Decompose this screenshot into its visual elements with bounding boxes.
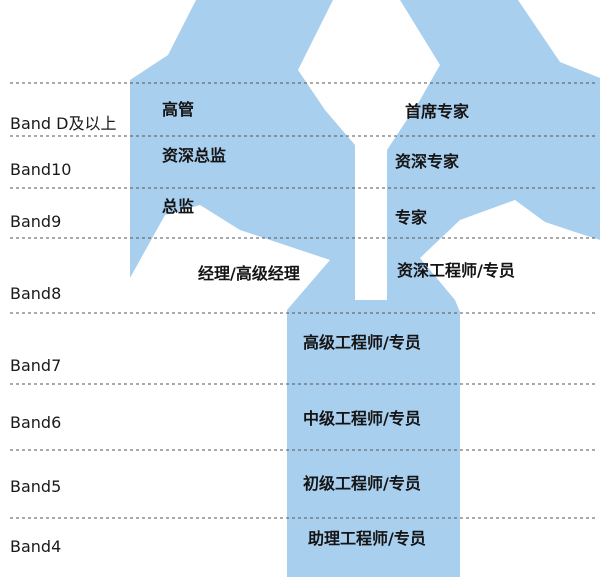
- band-label-6: Band6: [10, 413, 62, 432]
- band-label-d-and-above: Band D及以上: [10, 114, 117, 133]
- role-director: 总监: [162, 197, 195, 216]
- role-mid-engineer: 中级工程师/专员: [303, 409, 421, 428]
- role-expert: 专家: [395, 208, 428, 227]
- band-label-7: Band7: [10, 356, 62, 375]
- career-path-shape: [130, 0, 600, 577]
- role-assistant-engineer: 助理工程师/专员: [308, 529, 426, 548]
- band-label-5: Band5: [10, 477, 62, 496]
- band-label-4: Band4: [10, 537, 62, 556]
- band-dividers: [10, 82, 598, 519]
- role-top-management: 高管: [162, 100, 195, 119]
- band-label-8: Band8: [10, 284, 62, 303]
- role-senior-expert: 资深专家: [395, 152, 460, 171]
- role-chief-expert: 首席专家: [405, 102, 470, 121]
- role-senior-director: 资深总监: [162, 146, 227, 165]
- band-label-9: Band9: [10, 212, 62, 231]
- role-senior-engineer: 高级工程师/专员: [303, 333, 421, 352]
- role-manager: 经理/高级经理: [198, 264, 300, 283]
- band-label-10: Band10: [10, 160, 72, 179]
- role-junior-engineer: 初级工程师/专员: [303, 474, 421, 493]
- role-senior-engineer-staff: 资深工程师/专员: [397, 261, 515, 280]
